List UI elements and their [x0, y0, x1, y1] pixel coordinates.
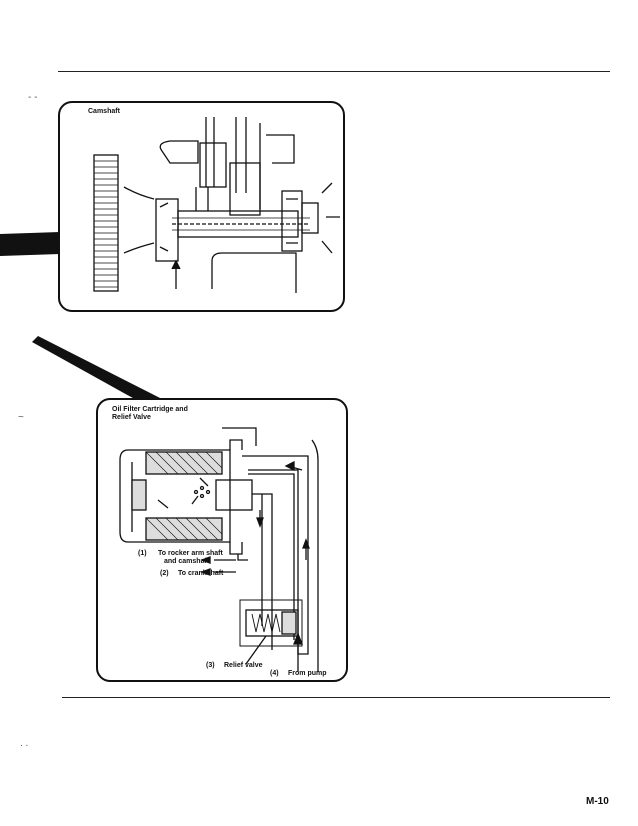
- callout-3-text: Relief valve: [224, 662, 263, 669]
- callout-3-number: (3): [206, 662, 215, 669]
- callout-1-text: To rocker arm shaft: [158, 550, 223, 557]
- oil-filter-title: Oil Filter Cartridge and Relief Valve: [112, 406, 188, 421]
- oil-filter-drawing: [119, 427, 319, 672]
- callout-4-text: From pump: [288, 670, 327, 677]
- oil-filter-figure: Oil Filter Cartridge and Relief Valve: [96, 398, 348, 682]
- callout-2-number: (2): [160, 570, 169, 577]
- callout-1-number: (1): [138, 550, 147, 557]
- camshaft-title: Camshaft: [88, 108, 120, 115]
- callout-2-text: To crankshaft: [178, 570, 224, 577]
- scan-mark: . .: [20, 738, 29, 749]
- camshaft-figure: Camshaft: [58, 101, 345, 312]
- scan-mark: - -: [28, 92, 38, 103]
- scan-mark: ~: [18, 412, 24, 423]
- page-number: M-10: [586, 796, 609, 807]
- footer-rule: [62, 697, 610, 698]
- callout-4-number: (4): [270, 670, 279, 677]
- header-rule: [58, 71, 610, 72]
- callout-1-text-cont: and camshaft: [164, 558, 210, 565]
- camshaft-drawing: [93, 117, 340, 293]
- binding-tab: [0, 232, 60, 256]
- pointer-arrow: [32, 336, 164, 412]
